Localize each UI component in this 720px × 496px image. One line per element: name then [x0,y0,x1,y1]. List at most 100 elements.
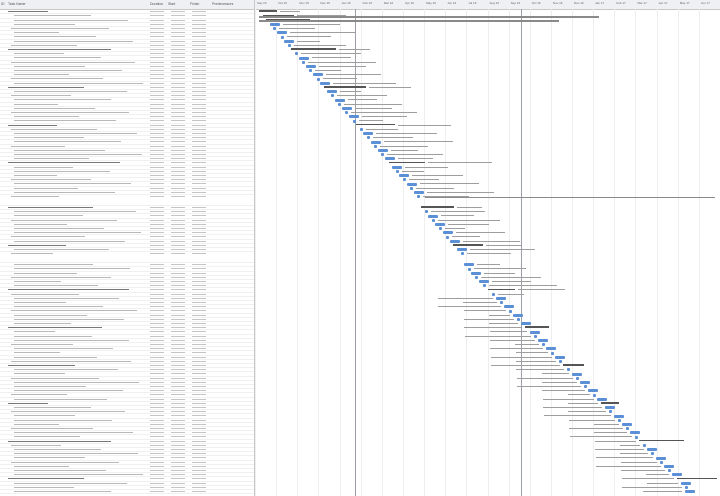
task-row[interactable] [0,60,254,65]
task-row[interactable] [0,115,254,120]
task-bar[interactable] [584,385,588,389]
task-bar[interactable] [327,90,338,94]
task-row[interactable] [0,77,254,82]
task-row[interactable] [0,73,254,78]
task-row[interactable] [0,136,254,141]
task-row[interactable] [0,165,254,170]
task-row[interactable] [0,431,254,436]
task-row[interactable] [0,157,254,162]
task-row[interactable] [0,292,254,297]
summary-bar[interactable] [487,288,515,291]
task-row[interactable] [0,231,254,236]
task-row[interactable] [0,149,254,153]
task-bar[interactable] [500,301,504,305]
task-bar[interactable] [316,77,320,81]
task-bar[interactable] [302,60,306,64]
task-row[interactable] [0,223,254,227]
task-bar[interactable] [295,52,298,56]
col-finish-header[interactable]: Finish [190,2,200,6]
task-bar[interactable] [508,309,512,313]
task-row[interactable] [0,448,254,453]
task-bar[interactable] [399,174,410,178]
task-bar[interactable] [313,73,323,77]
task-bar[interactable] [521,322,532,326]
task-bar[interactable] [367,136,370,140]
task-bar[interactable] [554,355,565,359]
task-row[interactable] [0,81,254,86]
task-row[interactable] [0,439,254,444]
task-bar[interactable] [664,465,674,468]
task-bar[interactable] [345,111,349,115]
task-bar[interactable] [334,98,345,102]
task-row[interactable] [0,351,254,356]
task-bar[interactable] [464,263,475,267]
task-bar[interactable] [305,65,316,68]
task-row[interactable] [0,210,254,215]
task-row[interactable] [0,355,254,360]
task-bar[interactable] [457,248,467,252]
task-bar[interactable] [512,313,523,317]
task-bar[interactable] [460,252,464,256]
task-bar[interactable] [280,35,284,39]
task-row[interactable] [0,195,254,206]
task-bar[interactable] [467,267,471,271]
task-bar[interactable] [685,486,688,489]
task-row[interactable] [0,107,254,111]
task-row[interactable] [0,263,254,268]
task-row[interactable] [0,252,254,263]
task-row[interactable] [0,35,254,40]
task-bar[interactable] [341,107,352,110]
task-row[interactable] [0,227,254,232]
task-bar[interactable] [277,31,287,35]
task-row[interactable] [0,305,254,310]
task-row[interactable] [0,418,254,423]
task-bar[interactable] [491,292,495,296]
task-row[interactable] [0,102,254,107]
task-row[interactable] [0,191,254,195]
task-bar[interactable] [630,431,641,435]
task-row[interactable] [0,301,254,306]
task-row[interactable] [0,86,254,90]
task-bar[interactable] [580,381,590,384]
col-duration-header[interactable]: Duration [150,2,164,6]
task-row[interactable] [0,248,254,253]
task-bar[interactable] [413,191,424,194]
task-row[interactable] [0,239,254,244]
summary-bar[interactable] [259,16,599,18]
task-row[interactable] [0,318,254,322]
task-bar[interactable] [542,343,546,347]
summary-bar[interactable] [453,244,484,246]
task-bar[interactable] [320,81,331,85]
task-bar[interactable] [605,406,616,410]
task-bar[interactable] [309,69,313,73]
task-bar[interactable] [428,214,439,218]
task-row[interactable] [0,339,254,343]
col-pred-header[interactable]: Predecessors [212,2,234,6]
task-row[interactable] [0,90,254,95]
task-row[interactable] [0,406,254,411]
task-row[interactable] [0,481,254,486]
task-bar[interactable] [359,128,363,131]
task-bar[interactable] [287,44,291,47]
task-row[interactable] [0,276,254,280]
task-bar[interactable] [613,414,624,418]
task-row[interactable] [0,347,254,352]
summary-bar[interactable] [291,48,337,50]
task-row[interactable] [0,153,254,158]
task-bar[interactable] [655,456,666,460]
task-bar[interactable] [377,149,388,152]
task-bar[interactable] [442,231,453,235]
summary-bar[interactable] [525,326,550,328]
task-bar[interactable] [439,227,442,231]
summary-bar[interactable] [266,18,311,21]
task-row[interactable] [0,161,254,166]
summary-bar[interactable] [388,161,425,164]
task-bar[interactable] [374,144,378,148]
task-bar[interactable] [395,170,399,173]
task-row[interactable] [0,39,254,44]
task-row[interactable] [0,52,254,57]
task-row[interactable] [0,326,254,331]
task-row[interactable] [0,402,254,406]
task-bar[interactable] [446,235,450,239]
task-bar[interactable] [284,39,295,43]
